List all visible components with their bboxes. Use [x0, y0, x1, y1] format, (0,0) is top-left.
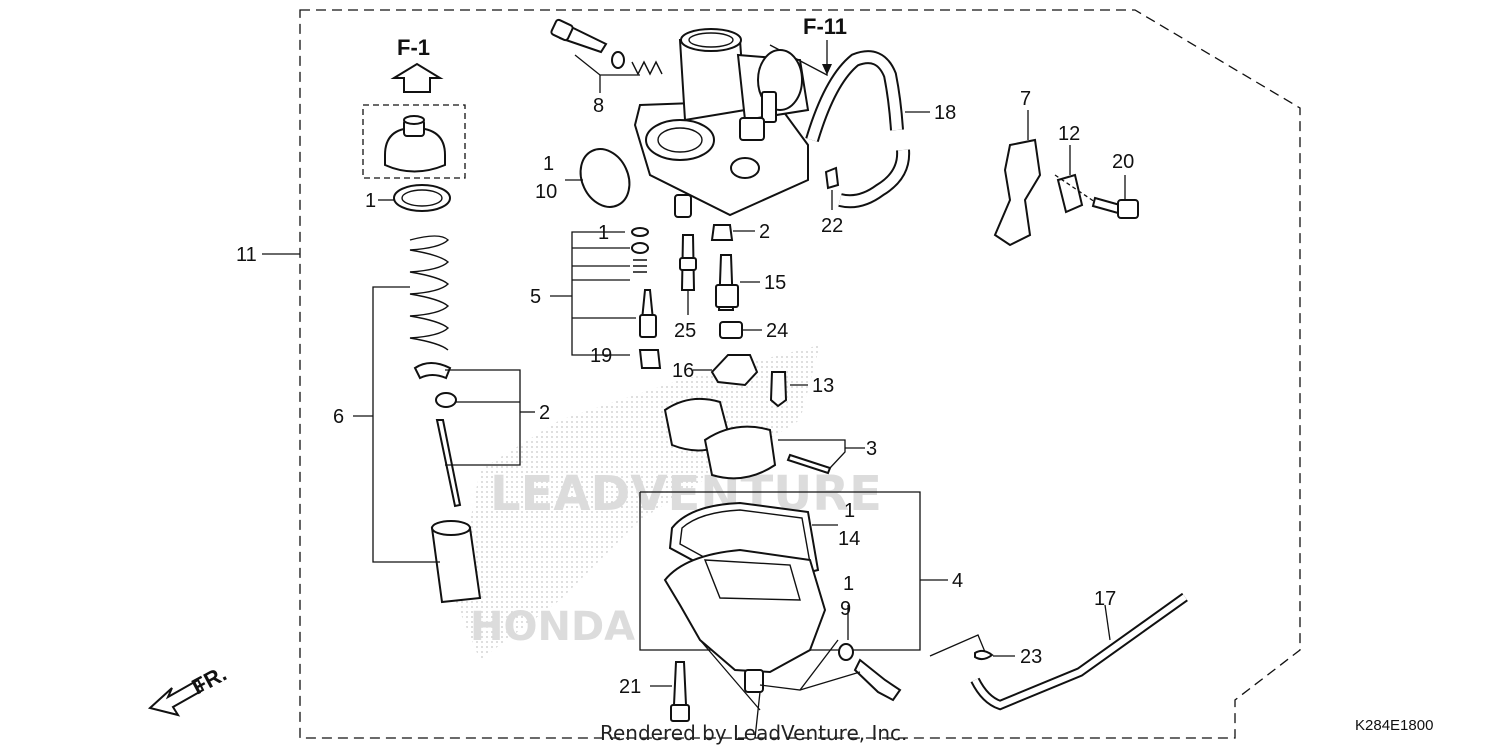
main-jet-cap — [710, 224, 734, 241]
drain-washer — [838, 643, 854, 661]
throttle-lever — [993, 138, 1042, 247]
callout-6: 6 — [333, 406, 344, 428]
callout-1-washer: 1 — [843, 573, 854, 595]
washer — [631, 242, 649, 254]
callout-21: 21 — [619, 676, 641, 698]
callout-1-top: 1 — [543, 153, 554, 175]
carburetor-top-cap — [384, 115, 446, 173]
hose-clip — [974, 649, 994, 661]
rendered-by-text: Rendered by LeadVenture, Inc. — [600, 721, 907, 745]
f11-reference: F-11 — [803, 14, 847, 39]
overflow-tube — [970, 592, 1188, 711]
jet-nut — [719, 321, 743, 339]
callout-7: 7 — [1020, 88, 1031, 110]
assembly-outline — [299, 9, 1301, 739]
f1-reference: F-1 — [362, 35, 466, 179]
chamber-screw — [670, 661, 690, 722]
callout-5: 5 — [530, 286, 541, 308]
callout-23: 23 — [1020, 646, 1042, 668]
callout-25: 25 — [674, 320, 696, 342]
float-chamber — [663, 548, 827, 693]
callout-15: 15 — [764, 272, 786, 294]
jet-holder — [638, 349, 662, 369]
needle-retainer — [435, 392, 457, 408]
lever-plate — [1056, 173, 1084, 214]
bolt — [1091, 196, 1139, 219]
o-ring — [393, 184, 451, 212]
drain-screw — [853, 658, 902, 702]
jet-needle — [435, 419, 462, 508]
callout-24: 24 — [766, 320, 788, 342]
callout-9: 9 — [840, 598, 851, 620]
callout-17: 17 — [1094, 588, 1116, 610]
needle-clip — [413, 362, 452, 380]
tube-clip — [824, 166, 840, 190]
watermark-brand: LEADVENTURE — [490, 466, 882, 522]
float-arm — [710, 354, 759, 387]
watermark-honda: HONDA — [470, 604, 635, 650]
idle-screw-set — [550, 18, 663, 76]
front-direction-arrow: FR. — [147, 661, 231, 717]
callout-14: 14 — [838, 528, 860, 550]
callout-12: 12 — [1058, 123, 1080, 145]
callout-11: 11 — [236, 244, 257, 266]
callout-20: 20 — [1112, 151, 1134, 173]
callout-16: 16 — [672, 360, 694, 382]
callout-3: 3 — [866, 438, 877, 460]
carburetor-body — [633, 28, 810, 218]
callout-8: 8 — [593, 95, 604, 117]
float — [663, 397, 832, 480]
callout-18: 18 — [934, 102, 956, 124]
throttle-valve-spring — [409, 235, 450, 351]
callout-2a: 2 — [759, 221, 770, 243]
callout-13: 13 — [812, 375, 834, 397]
callout-1-oring: 1 — [365, 190, 376, 212]
gasket-ring — [579, 148, 631, 208]
callout-22: 22 — [821, 215, 843, 237]
diagram-code: K284E1800 — [1355, 717, 1433, 734]
callout-19: 19 — [590, 345, 612, 367]
throttle-valve — [430, 520, 482, 604]
watermark-stipple — [455, 345, 820, 660]
callout-1-gasket: 1 — [844, 500, 855, 522]
washer-small — [631, 227, 649, 237]
float-valve — [769, 371, 788, 408]
callout-10: 10 — [535, 181, 557, 203]
callout-4: 4 — [952, 570, 963, 592]
callout-1-small: 1 — [598, 222, 609, 244]
callout-2b: 2 — [539, 402, 550, 424]
svg-text:F-1: F-1 — [397, 35, 430, 60]
